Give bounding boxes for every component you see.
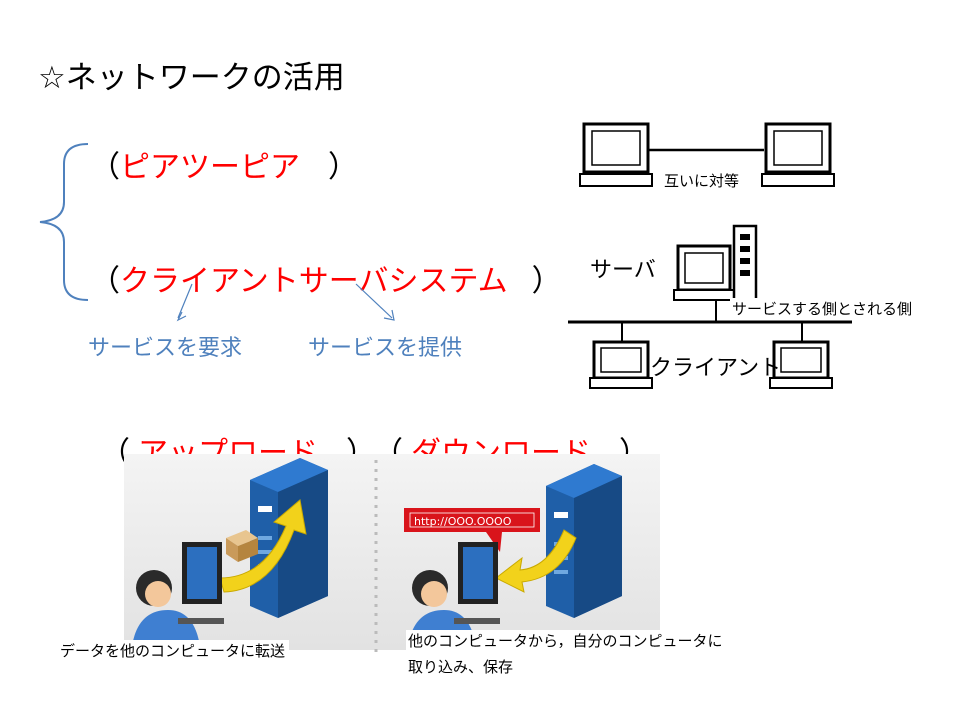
url-text: http://OOO.OOOO <box>414 515 512 528</box>
cs-close: ） <box>531 264 562 299</box>
computer-icon <box>579 122 653 187</box>
computer-icon <box>761 122 835 187</box>
server-tower-icon <box>250 458 328 618</box>
cs-diagram <box>568 224 852 389</box>
sides-caption: サービスする側とされる側 <box>730 298 915 319</box>
download-caption-line2: 取り込み、保存 <box>406 656 516 677</box>
user-icon <box>132 542 224 646</box>
download-caption-line1: 他のコンピュータから，自分のコンピュータに <box>406 630 725 651</box>
upload-arrow-icon <box>219 499 307 593</box>
server-icon <box>673 224 758 302</box>
server-tower-icon <box>546 464 622 618</box>
p2p-line: （ピアツーピア ） <box>90 142 358 186</box>
p2p-diagram <box>579 122 835 187</box>
url-speech-bubble <box>404 508 540 552</box>
cs-answer: クライアントサーバシステム <box>120 264 508 299</box>
cs-line: （クライアントサーバシステム ） <box>90 256 562 300</box>
p2p-caption: 互いに対等 <box>662 170 742 191</box>
client-label: クライアント <box>650 356 782 381</box>
hint-arrows <box>176 283 395 322</box>
server-label: サーバ <box>590 258 656 283</box>
p2p-close: ） <box>328 150 358 185</box>
page-title: ☆ネットワークの活用 <box>38 60 345 96</box>
computer-icon <box>769 340 833 389</box>
request-hint: サービスを要求 <box>88 336 243 361</box>
p2p-answer: ピアツーピア <box>120 150 300 185</box>
download-arrow-icon <box>495 529 577 593</box>
transfer-illustration: http://OOO.OOOO <box>124 454 660 652</box>
provide-hint: サービスを提供 <box>308 336 463 361</box>
box-icon <box>226 530 258 562</box>
p2p-open: （ <box>90 150 120 185</box>
computer-icon <box>589 340 653 389</box>
brace-icon <box>39 143 89 301</box>
upload-caption: データを他のコンピュータに転送 <box>56 640 290 661</box>
cs-open: （ <box>90 264 120 299</box>
